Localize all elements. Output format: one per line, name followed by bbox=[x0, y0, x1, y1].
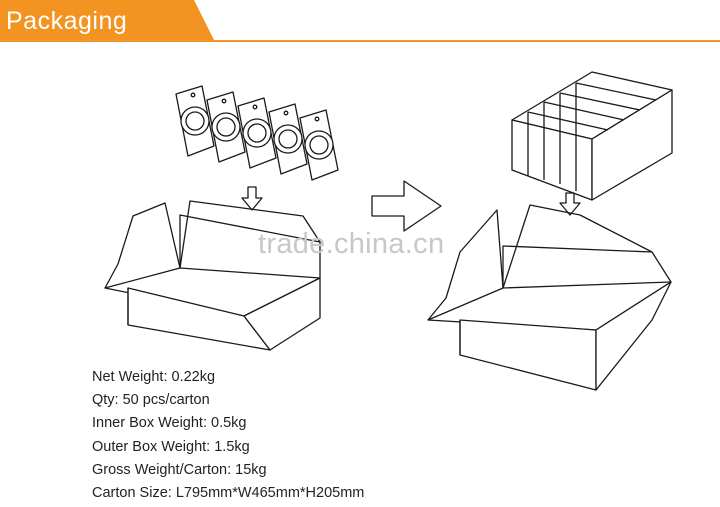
down-arrow-icon bbox=[241, 186, 263, 211]
products-icon bbox=[175, 85, 339, 181]
spec-carton-size: Carton Size: L795mm*W465mm*H205mm bbox=[92, 485, 365, 502]
spec-outer-box-weight: Outer Box Weight: 1.5kg bbox=[92, 438, 250, 455]
spec-net-weight: Net Weight: 0.22kg bbox=[92, 369, 216, 385]
open-carton-right-icon bbox=[427, 204, 672, 391]
section-header: Packaging bbox=[0, 0, 720, 42]
header-rule bbox=[195, 40, 720, 42]
header-tab-shape bbox=[0, 0, 215, 42]
open-carton-left-icon bbox=[104, 200, 321, 351]
section-title: Packaging bbox=[6, 7, 128, 35]
spec-inner-box-weight: Inner Box Weight: 0.5kg bbox=[92, 415, 247, 432]
spec-quantity: Qty: 50 pcs/carton bbox=[92, 392, 210, 409]
inner-boxes-icon bbox=[511, 71, 673, 201]
watermark-text: trade.china.cn bbox=[258, 228, 445, 260]
down-arrow-icon bbox=[559, 192, 581, 216]
spec-gross-weight: Gross Weight/Carton: 15kg bbox=[92, 461, 267, 478]
right-arrow-icon bbox=[371, 180, 442, 232]
packaging-specs: Net Weight: 0.22kg Qty: 50 pcs/carton In… bbox=[92, 366, 364, 505]
